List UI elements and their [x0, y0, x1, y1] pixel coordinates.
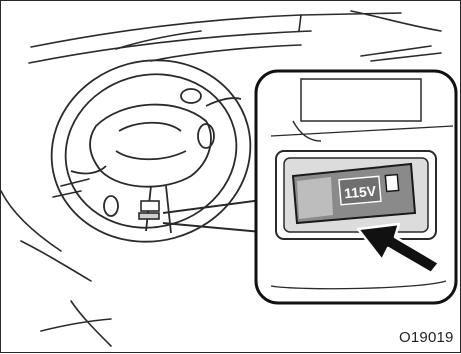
column-switch — [139, 201, 159, 219]
switch-indicator — [385, 175, 398, 192]
figure-code: O19019 — [399, 329, 461, 349]
switch-label: 115V — [343, 183, 377, 202]
